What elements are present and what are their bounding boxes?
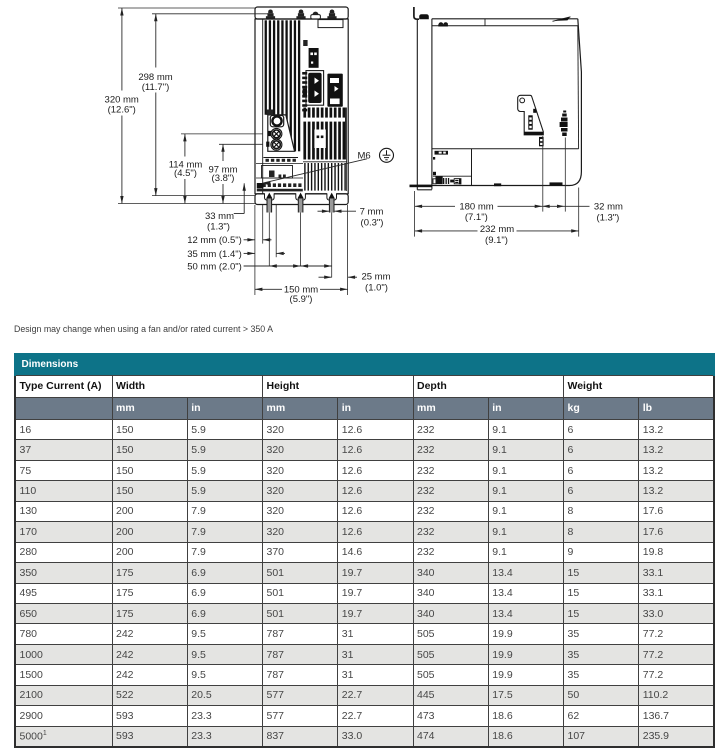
svg-text:M6: M6 xyxy=(358,151,371,162)
svg-text:(5.9"): (5.9") xyxy=(290,294,313,305)
svg-text:(3.8"): (3.8") xyxy=(212,173,235,184)
svg-text:7 mm: 7 mm xyxy=(360,207,384,218)
svg-text:298 mm: 298 mm xyxy=(138,72,172,83)
svg-text:(1.3"): (1.3") xyxy=(207,222,230,233)
svg-text:(11.7"): (11.7") xyxy=(142,82,169,93)
svg-text:(9.1"): (9.1") xyxy=(485,235,508,246)
svg-text:150 mm: 150 mm xyxy=(284,285,318,296)
svg-text:50 mm (2.0"): 50 mm (2.0") xyxy=(187,261,242,272)
svg-text:(7.1"): (7.1") xyxy=(465,212,488,223)
svg-text:33 mm: 33 mm xyxy=(205,211,234,222)
svg-text:(12.6"): (12.6") xyxy=(108,104,136,115)
svg-text:12 mm (0.5"): 12 mm (0.5") xyxy=(187,235,242,246)
svg-text:320 mm: 320 mm xyxy=(105,94,139,105)
svg-text:(1.3"): (1.3") xyxy=(596,212,619,223)
svg-text:180 mm: 180 mm xyxy=(459,202,493,213)
svg-text:(1.0"): (1.0") xyxy=(365,283,388,294)
svg-text:(4.5"): (4.5") xyxy=(174,168,197,179)
svg-text:114 mm: 114 mm xyxy=(169,160,203,171)
svg-text:32 mm: 32 mm xyxy=(594,202,623,213)
svg-text:97 mm: 97 mm xyxy=(208,165,237,176)
svg-text:232 mm: 232 mm xyxy=(480,224,514,235)
svg-text:25 mm: 25 mm xyxy=(361,271,390,282)
svg-text:35 mm (1.4"): 35 mm (1.4") xyxy=(187,249,242,260)
svg-text:(0.3"): (0.3") xyxy=(361,218,384,229)
